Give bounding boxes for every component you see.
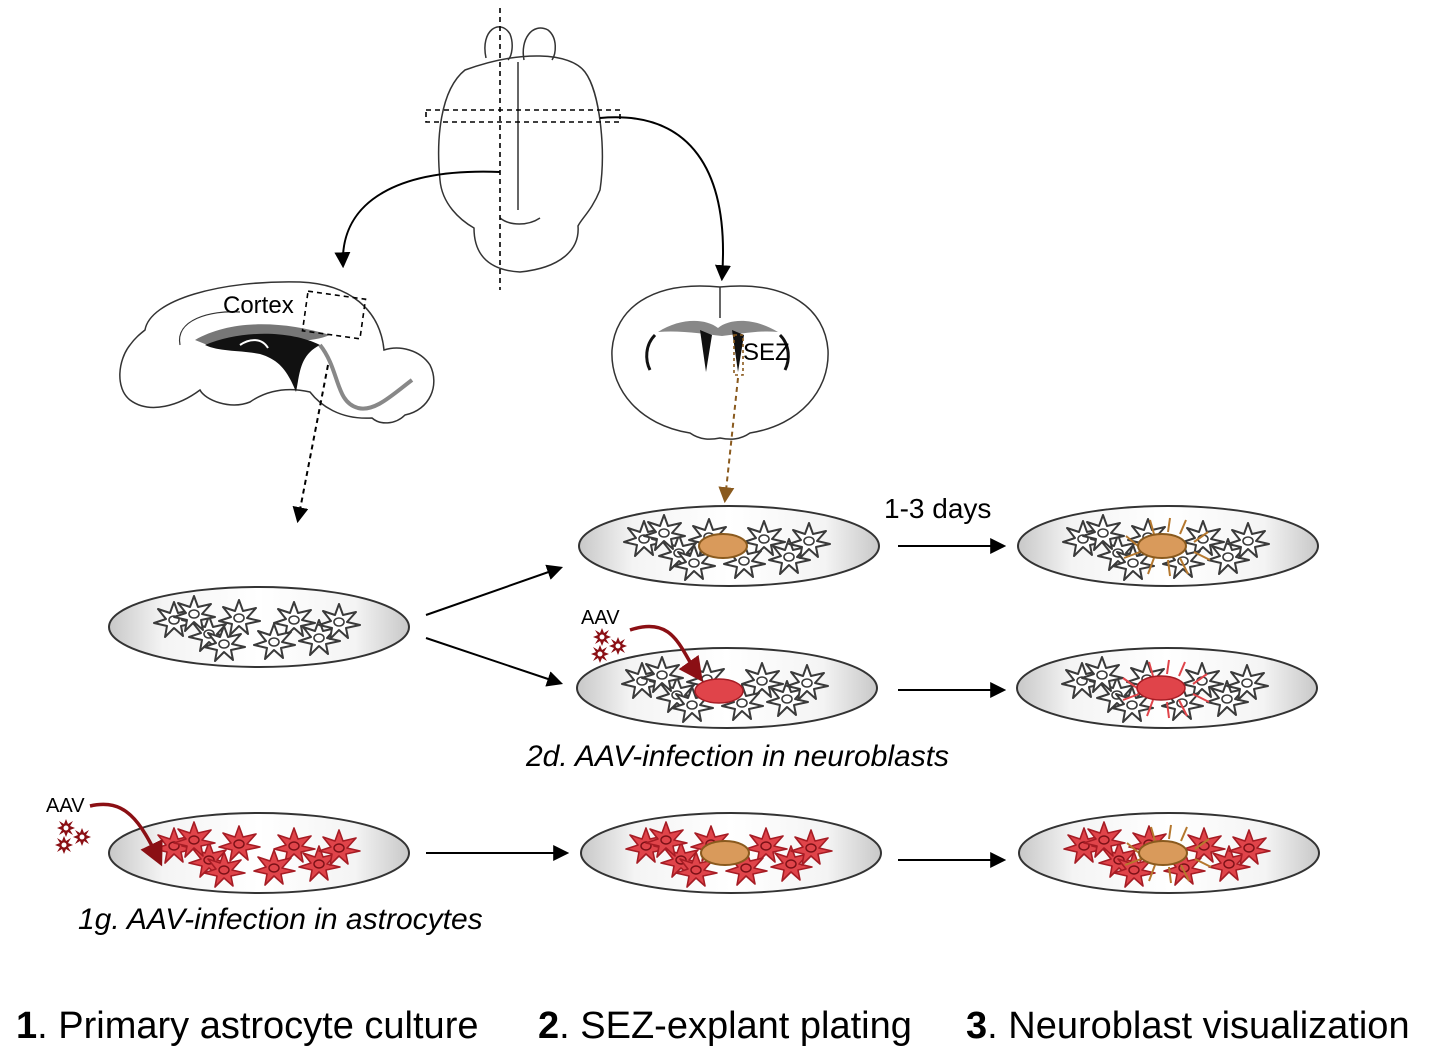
sez-explant <box>698 533 748 559</box>
step-3: 3. Neuroblast visualization <box>966 1005 1410 1047</box>
dish-neuroblast-migration <box>1017 505 1319 587</box>
dish-red-astrocytes-explant <box>580 812 882 894</box>
label-cortex: Cortex <box>223 292 294 319</box>
cut-box-coronal <box>425 109 621 123</box>
label-aav-top: AAV <box>581 607 620 629</box>
arrow-aav-to-astrocytes <box>89 802 163 867</box>
dish-red-astrocytes-neuroblasts <box>1018 812 1320 894</box>
label-sez: SEZ <box>743 339 790 366</box>
virus-icon-bottom <box>55 819 91 854</box>
arrow-aav-to-explant <box>629 624 703 682</box>
whole-brain-illustration <box>437 26 604 273</box>
arrow-dish1-to-explant <box>425 564 564 616</box>
step-3-number: 3 <box>966 1005 987 1047</box>
step-1-number: 1 <box>16 1005 37 1047</box>
step-1: 1. Primary astrocyte culture <box>16 1005 478 1047</box>
dish-infected-astrocytes <box>108 812 410 894</box>
arrow-sez-to-dish <box>718 377 739 504</box>
coronal-section-illustration <box>611 285 829 440</box>
arrow-to-sagittal <box>334 170 501 269</box>
step-2-text: . SEZ-explant plating <box>559 1005 912 1047</box>
dish-red-neuroblasts <box>1016 647 1318 729</box>
dish-infected-explant <box>576 647 878 729</box>
arrow-to-coronal <box>599 116 731 282</box>
step-1-text: . Primary astrocyte culture <box>37 1005 478 1047</box>
caption-neuroblast-infection: 2d. AAV-infection in neuroblasts <box>525 740 949 773</box>
arrow-dish1-to-infected <box>425 637 564 687</box>
step-2-number: 2 <box>538 1005 559 1047</box>
cortex-dissection-box <box>301 290 367 340</box>
sez-dissection-box <box>733 334 744 376</box>
sagittal-section-illustration <box>119 281 435 424</box>
caption-astrocyte-infection: 1g. AAV-infection in astrocytes <box>78 903 483 936</box>
label-aav-bottom: AAV <box>46 795 85 817</box>
step-2: 2. SEZ-explant plating <box>538 1005 912 1047</box>
label-days: 1-3 days <box>884 493 991 524</box>
virus-icon-top <box>591 628 627 663</box>
dish-sez-explant <box>578 505 880 587</box>
step-3-text: . Neuroblast visualization <box>987 1005 1409 1047</box>
dish-primary-astrocytes <box>108 586 410 668</box>
